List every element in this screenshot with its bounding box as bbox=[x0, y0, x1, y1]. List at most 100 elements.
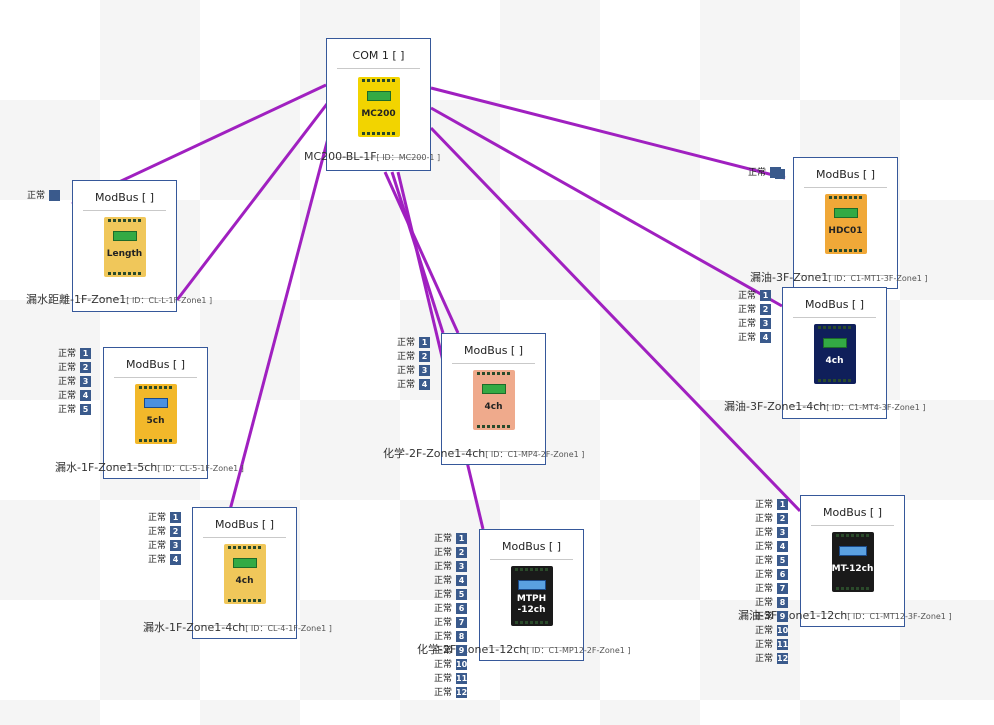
channel-badge: 3 bbox=[170, 540, 182, 551]
node-id: [ ID：CL-4-1F-Zone1 ] bbox=[245, 624, 332, 633]
status-text: 正常 bbox=[148, 541, 167, 551]
status-square bbox=[49, 190, 61, 201]
indicator-led bbox=[838, 546, 867, 556]
device-icon: MC200 bbox=[357, 77, 400, 137]
footer-divider bbox=[333, 157, 424, 158]
channel-badge: 2 bbox=[419, 351, 431, 362]
indicator-led bbox=[822, 338, 847, 348]
node-id: [ ID：MC200-1 ] bbox=[376, 153, 441, 162]
title-divider bbox=[490, 559, 573, 560]
terminal-rail bbox=[817, 379, 852, 382]
modbus-node[interactable]: ModBus [ ]4ch bbox=[192, 507, 297, 639]
channel-badge: 12 bbox=[456, 687, 468, 698]
node-name: 化学-2F-Zone1-4ch bbox=[383, 447, 486, 460]
status-text: 正常 bbox=[738, 291, 757, 301]
node-title: ModBus [ ] bbox=[804, 298, 865, 311]
connection-line bbox=[430, 106, 783, 308]
channel-badge: 9 bbox=[456, 645, 468, 656]
channel-badge: 9 bbox=[777, 611, 789, 622]
status-text: 正常 bbox=[397, 338, 416, 348]
title-divider bbox=[452, 363, 535, 364]
indicator-led bbox=[366, 91, 391, 101]
channel-badge: 1 bbox=[170, 512, 182, 523]
footer-divider bbox=[448, 451, 539, 452]
modbus-node[interactable]: ModBus [ ]MTPH -12ch bbox=[479, 529, 584, 661]
modbus-node[interactable]: ModBus [ ]5ch bbox=[103, 347, 208, 479]
channel-badge: 8 bbox=[777, 597, 789, 608]
status-text: 正常 bbox=[434, 604, 453, 614]
footer-divider bbox=[110, 465, 201, 466]
channel-badge: 1 bbox=[777, 499, 789, 510]
status-text: 正常 bbox=[755, 500, 774, 510]
device-icon: 4ch bbox=[472, 370, 515, 430]
modbus-node[interactable]: ModBus [ ]HDC01 bbox=[793, 157, 898, 289]
modbus-node[interactable]: ModBus [ ]4ch bbox=[782, 287, 887, 419]
terminal-rail bbox=[138, 439, 173, 442]
channel-badge: 1 bbox=[456, 533, 468, 544]
channel-badge: 3 bbox=[456, 561, 468, 572]
modbus-node[interactable]: ModBus [ ]Length bbox=[72, 180, 177, 312]
terminal-rail bbox=[361, 132, 396, 135]
channel-badge: 5 bbox=[80, 404, 92, 415]
status-square bbox=[770, 167, 782, 178]
title-divider bbox=[811, 525, 894, 526]
indicator-led bbox=[232, 558, 257, 568]
node-caption: 化学-2F-Zone1-4ch[ ID：C1-MP4-2F-Zone1 ] bbox=[383, 445, 584, 461]
node-name: 漏油-3F-Zone1-4ch bbox=[724, 400, 827, 413]
status-text: 正常 bbox=[434, 632, 453, 642]
modbus-node[interactable]: ModBus [ ]4ch bbox=[441, 333, 546, 465]
node-id: [ ID：C1-MP4-2F-Zone1 ] bbox=[485, 450, 585, 459]
channel-badge: 1 bbox=[419, 337, 431, 348]
device-icon: MTPH -12ch bbox=[510, 566, 553, 626]
node-id: [ ID：C1-MT1-3F-Zone1 ] bbox=[828, 274, 928, 283]
node-caption: 漏水距離-1F-Zone1[ ID：CL-L-1F-Zone1 ] bbox=[26, 291, 212, 307]
terminal-rail bbox=[828, 249, 863, 252]
com-port-node[interactable]: COM 1 [ ]MC200 bbox=[326, 38, 431, 171]
node-title: ModBus [ ] bbox=[822, 506, 883, 519]
indicator-led bbox=[833, 208, 858, 218]
status-text: 正常 bbox=[397, 366, 416, 376]
status-text: 正常 bbox=[755, 514, 774, 524]
status-text: 正常 bbox=[434, 548, 453, 558]
indicator-led bbox=[143, 398, 168, 408]
node-caption: 化学-2F-Zone1-12ch[ ID：C1-MP12-2F-Zone1 ] bbox=[417, 641, 631, 657]
status-text: 正常 bbox=[755, 598, 774, 608]
channel-badge: 4 bbox=[777, 541, 789, 552]
node-caption: 漏油-3F-Zone1-4ch[ ID：C1-MT4-3F-Zone1 ] bbox=[724, 398, 925, 414]
node-id: [ ID：CL-5-1F-Zone1 ] bbox=[157, 464, 244, 473]
status-text: 正常 bbox=[27, 191, 46, 201]
device-label: MTPH -12ch bbox=[516, 594, 550, 615]
node-caption: 漏水-1F-Zone1-4ch[ ID：CL-4-1F-Zone1 ] bbox=[143, 619, 332, 635]
channel-badge: 1 bbox=[80, 348, 92, 359]
status-text: 正常 bbox=[434, 674, 453, 684]
title-divider bbox=[203, 537, 286, 538]
channel-badge: 2 bbox=[760, 304, 772, 315]
modbus-node[interactable]: ModBus [ ]MT-12ch bbox=[800, 495, 905, 627]
footer-divider bbox=[199, 625, 290, 626]
indicator-led bbox=[112, 231, 137, 241]
status-text: 正常 bbox=[148, 513, 167, 523]
channel-badge: 7 bbox=[456, 617, 468, 628]
status-text: 正常 bbox=[148, 555, 167, 565]
device-label: 4ch bbox=[235, 576, 254, 586]
status-text: 正常 bbox=[434, 618, 453, 628]
footer-divider bbox=[79, 298, 170, 299]
node-name: MC200-BL-1F bbox=[304, 150, 377, 163]
channel-badge: 10 bbox=[456, 659, 468, 670]
status-text: 正常 bbox=[738, 305, 757, 315]
connection-line bbox=[383, 171, 460, 334]
status-text: 正常 bbox=[434, 562, 453, 572]
